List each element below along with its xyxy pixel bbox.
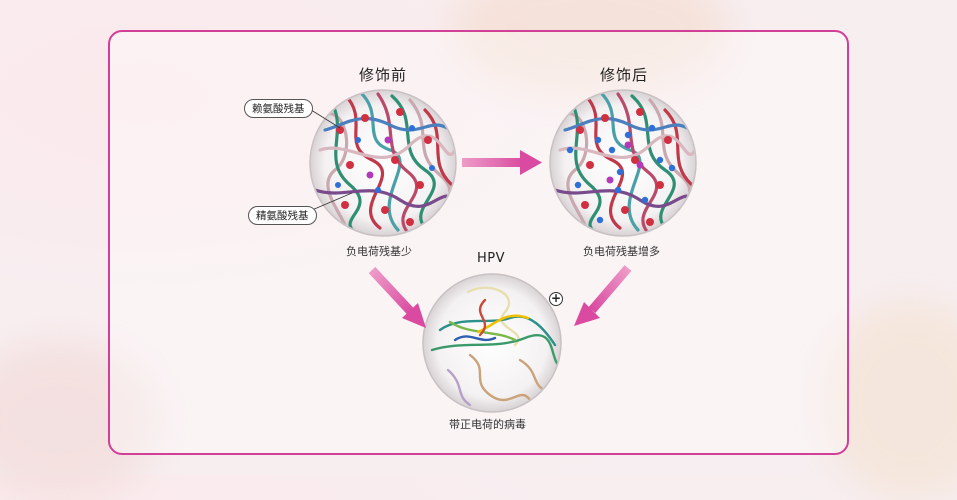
arrow-before-to-after	[462, 150, 542, 175]
positive-charge-icon: +	[549, 291, 563, 306]
protein-before-sphere	[309, 89, 457, 237]
diagram-canvas	[304, 89, 697, 413]
arrow-before-to-hpv	[368, 266, 426, 328]
arrow-after-to-hpv	[574, 265, 632, 326]
hpv-caption: 带正电荷的病毒	[449, 418, 526, 431]
hpv-title: HPV	[477, 251, 506, 266]
lysine-leader-line	[307, 107, 341, 129]
background-blob	[0, 340, 160, 500]
hpv-virus-sphere	[422, 273, 562, 413]
after-title: 修饰后	[600, 66, 649, 84]
arginine-callout: 精氨酸残基	[248, 206, 317, 225]
before-caption: 负电荷残基少	[346, 245, 412, 258]
background-blob	[820, 300, 957, 500]
lysine-callout: 赖氨酸残基	[244, 99, 313, 118]
protein-after-sphere	[549, 89, 697, 237]
before-title: 修饰前	[359, 66, 408, 84]
after-caption: 负电荷残基增多	[583, 245, 660, 258]
